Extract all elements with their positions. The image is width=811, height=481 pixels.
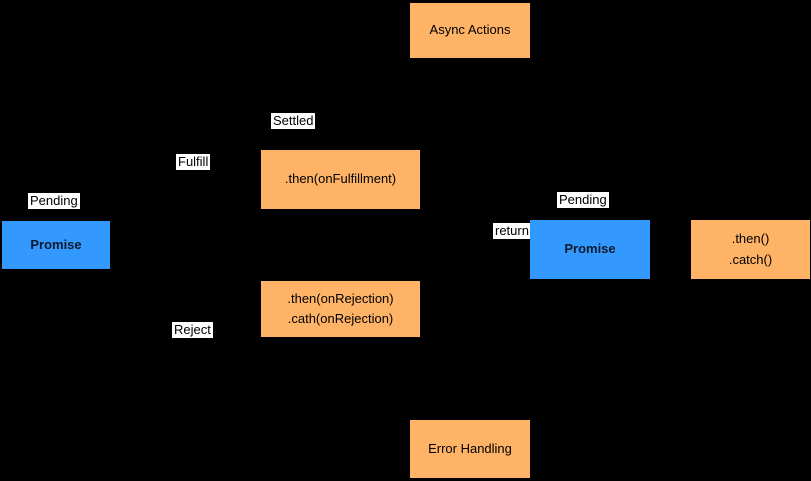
- catch-label: .catch(): [728, 251, 773, 267]
- then-label: .then(): [731, 231, 770, 247]
- edge-label-pending-left: Pending: [28, 193, 80, 210]
- edge-label-return: return: [493, 223, 531, 240]
- edge-label-fulfill: Fulfill: [176, 154, 211, 171]
- then-onrejection-node: .then(onRejection) .cath(onRejection): [261, 281, 420, 337]
- edge-label-settled: Settled: [271, 113, 316, 130]
- then-onfulfillment-label: .then(onFulfillment): [284, 171, 397, 187]
- edge-label-pending-right: Pending: [557, 192, 609, 209]
- async-actions-label: Async Actions: [429, 22, 511, 38]
- error-handling-node: Error Handling: [410, 420, 530, 478]
- promise-right-label: Promise: [564, 241, 616, 257]
- error-handling-label: Error Handling: [428, 440, 512, 456]
- then-catch-node: .then() .catch(): [691, 220, 810, 279]
- edge-label-reject: Reject: [172, 322, 213, 339]
- async-actions-node: Async Actions: [410, 3, 530, 58]
- cath-onrejection-label: .cath(onRejection): [287, 311, 394, 326]
- promise-node-right: Promise: [530, 220, 650, 279]
- promise-node-left: Promise: [2, 221, 110, 269]
- promise-left-label: Promise: [30, 236, 82, 252]
- then-onrejection-label: .then(onRejection): [287, 290, 394, 306]
- then-onfulfillment-node: .then(onFulfillment): [261, 150, 420, 209]
